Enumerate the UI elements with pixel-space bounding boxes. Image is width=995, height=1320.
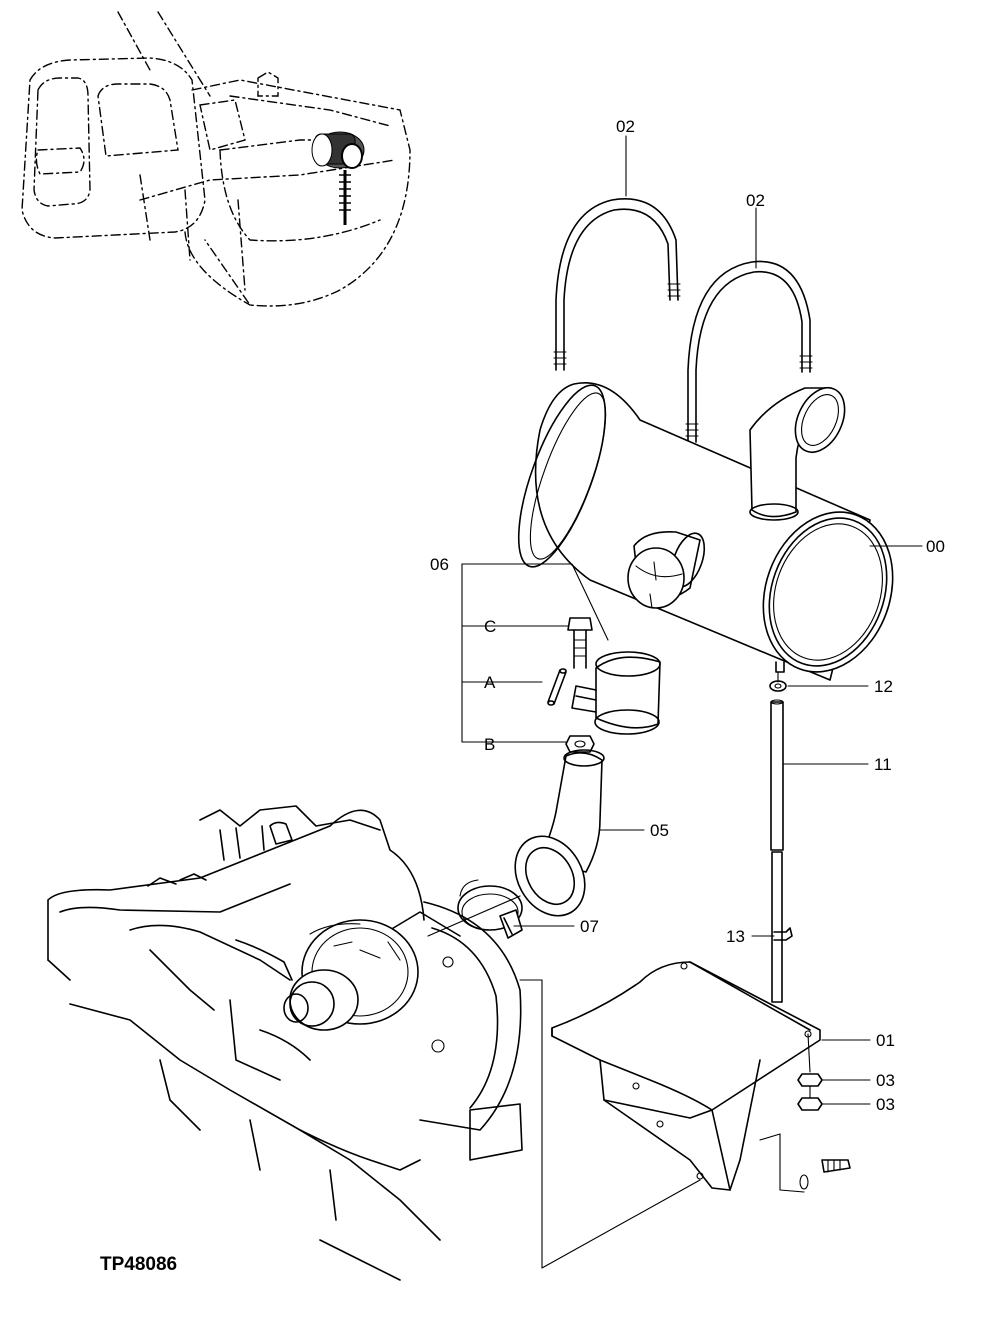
drawing-code: TP48086 — [100, 1254, 177, 1275]
bolt-washer-small — [799, 1159, 851, 1190]
mounting-bracket — [551, 961, 821, 1191]
nut-03-upper — [797, 1073, 823, 1087]
callout-12: 12 — [874, 677, 893, 696]
locator-muffler-highlight — [311, 131, 365, 225]
excavator-locator-view — [21, 11, 411, 307]
callout-labels: 02 02 00 06 C A B 12 11 05 07 13 01 03 0… — [100, 117, 945, 1275]
drain-rod — [770, 699, 793, 1003]
callout-C: C — [484, 617, 496, 636]
callout-06: 06 — [430, 555, 449, 574]
callout-03-upper: 03 — [876, 1071, 895, 1090]
callout-13: 13 — [726, 927, 745, 946]
u-bolt-right — [685, 260, 813, 443]
callout-00: 00 — [926, 537, 945, 556]
bolt-C — [567, 617, 593, 669]
callout-05: 05 — [650, 821, 669, 840]
assembly-lines — [427, 671, 811, 1269]
callout-11: 11 — [874, 755, 892, 774]
band-clamp — [457, 879, 523, 939]
callout-02-right: 02 — [746, 191, 765, 210]
nut-03-lower — [797, 1097, 823, 1111]
pin-A — [547, 668, 567, 706]
clamp-assembly — [571, 651, 661, 735]
nut-B — [565, 735, 595, 753]
u-bolt-left — [553, 198, 681, 371]
callout-A: A — [484, 673, 496, 692]
callout-03-lower: 03 — [876, 1095, 895, 1114]
callout-B: B — [484, 735, 495, 754]
callout-01: 01 — [876, 1031, 895, 1050]
callout-07: 07 — [580, 917, 599, 936]
engine — [47, 805, 523, 1281]
leader-lines — [461, 135, 923, 1105]
callout-02-left: 02 — [616, 117, 635, 136]
exhaust-pipe — [514, 749, 605, 917]
muffler — [517, 382, 894, 681]
